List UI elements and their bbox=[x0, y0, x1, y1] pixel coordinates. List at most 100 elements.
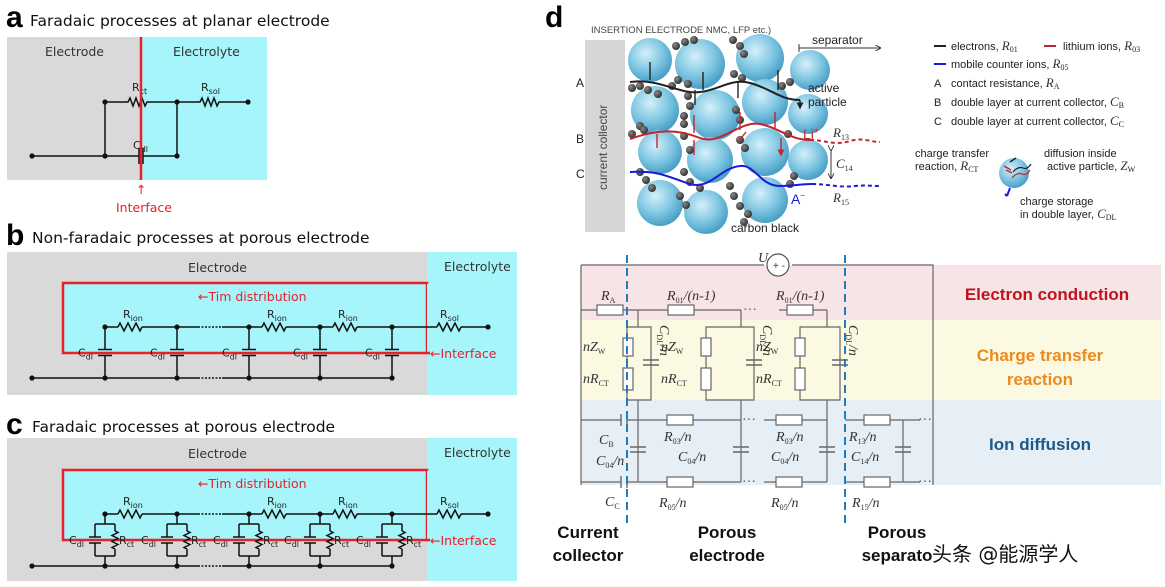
panel-b: b Non-faradaic processes at porous elect… bbox=[6, 219, 517, 395]
panel-a: a Faradaic processes at planar electrode… bbox=[6, 1, 330, 215]
r13-circuit-label: R13/n bbox=[848, 430, 876, 446]
nrct-label: nRCT bbox=[756, 372, 782, 388]
cc-label: CC bbox=[605, 495, 620, 511]
carbon-black-particle bbox=[686, 146, 694, 154]
pore-region bbox=[61, 281, 429, 355]
svg-text:A: A bbox=[934, 78, 942, 90]
carbon-black-particle bbox=[642, 176, 650, 184]
carbon-black-particle bbox=[628, 84, 636, 92]
svg-text:C: C bbox=[934, 116, 942, 128]
active-particle bbox=[631, 86, 679, 134]
branch: Cdl bbox=[365, 324, 399, 381]
rsol-label: Rsol bbox=[440, 495, 459, 510]
current-collector-label: current collector bbox=[596, 105, 610, 190]
carbon-black-particle bbox=[696, 184, 704, 192]
region-pe-1: Porous bbox=[698, 523, 757, 542]
carbon-black-particle bbox=[681, 38, 689, 46]
active-particle bbox=[790, 50, 830, 90]
svg-text:···: ··· bbox=[743, 303, 757, 318]
cdl-label: Cdl bbox=[222, 347, 237, 362]
legend-diff-line1: diffusion inside bbox=[1044, 148, 1117, 160]
electrolyte-region bbox=[427, 252, 517, 395]
carbon-black-particle bbox=[636, 82, 644, 90]
electrolyte-label: Electrolyte bbox=[444, 445, 511, 460]
svg-text:B: B bbox=[934, 97, 941, 109]
cdl-label: Cdl bbox=[213, 534, 228, 549]
active-particle bbox=[684, 190, 728, 234]
panel-c-title: Faradaic processes at porous electrode bbox=[32, 418, 335, 436]
rsol-label: Rsol bbox=[201, 81, 220, 96]
carbon-black-particle bbox=[684, 80, 692, 88]
illustration-header: INSERTION ELECTRODE NMC, LFP etc.) bbox=[591, 25, 771, 36]
r01-label-2: R01/(n-1) bbox=[775, 289, 825, 305]
carbon-black-particle bbox=[680, 120, 688, 128]
svg-text:···: ··· bbox=[742, 413, 756, 428]
c14-label: C14 bbox=[836, 156, 853, 173]
electrode-label: Electrode bbox=[188, 260, 247, 275]
mini-particle-icon bbox=[999, 158, 1029, 188]
charge-transfer-label-1: Charge transfer bbox=[977, 346, 1104, 365]
carbon-black-particle bbox=[778, 82, 786, 90]
electrolyte-region bbox=[427, 438, 517, 581]
region-ps-2: separato bbox=[862, 546, 933, 565]
rct-label: Rct bbox=[263, 534, 278, 549]
carbon-black-particle bbox=[790, 172, 798, 180]
carbon-black-particle bbox=[654, 90, 662, 98]
panel-b-letter: b bbox=[6, 219, 24, 252]
c04-label-2: C04/n bbox=[678, 450, 706, 466]
carbon-black-particle bbox=[648, 184, 656, 192]
electrolyte-label: Electrolyte bbox=[444, 259, 511, 274]
voltage-source-icon bbox=[766, 253, 790, 277]
carbon-black-particle bbox=[640, 126, 648, 134]
svg-text:separator: separator bbox=[812, 33, 863, 47]
branch: Cdl bbox=[150, 324, 184, 381]
cdl-label: Cdl bbox=[365, 347, 380, 362]
legend-storage-line1: charge storage bbox=[1020, 196, 1093, 208]
carbon-black-particle bbox=[726, 182, 734, 190]
svg-text:···: ··· bbox=[918, 413, 932, 428]
circuit-wires bbox=[580, 264, 934, 485]
ion-diffusion-label: Ion diffusion bbox=[989, 435, 1091, 454]
panel-d: d INSERTION ELECTRODE NMC, LFP etc.) sep… bbox=[545, 1, 880, 235]
region-cc-2: collector bbox=[553, 546, 624, 565]
circuit-resistors bbox=[596, 304, 891, 488]
cdl-n-label: CDL/n bbox=[758, 325, 774, 356]
svg-text:+ -: + - bbox=[773, 261, 785, 272]
r03-label-2: R03/n bbox=[775, 430, 803, 446]
interface-arrow: ↑ bbox=[136, 182, 146, 197]
nrct-label: nRCT bbox=[583, 372, 609, 388]
cdl-label: Cdl bbox=[133, 139, 148, 154]
rion-label: Rion bbox=[267, 495, 287, 510]
svg-text:double layer at current collec: double layer at current collector, CB bbox=[951, 94, 1124, 110]
carbon-black-particle bbox=[680, 168, 688, 176]
active-particle bbox=[690, 90, 740, 140]
legend-storage-line2: in double layer, CDL bbox=[1020, 206, 1117, 222]
cdl-label: Cdl bbox=[69, 534, 84, 549]
pore-region bbox=[61, 468, 429, 542]
svg-text:···: ··· bbox=[742, 475, 756, 490]
rion-label: Rion bbox=[267, 308, 287, 323]
cb-label: CB bbox=[599, 433, 614, 449]
cdl-n-label: CDL/n bbox=[655, 325, 671, 356]
cdl-label: Cdl bbox=[356, 534, 371, 549]
r03-label-1: R03/n bbox=[663, 430, 691, 446]
panel-a-title: Faradaic processes at planar electrode bbox=[30, 12, 330, 30]
interface-label: ←Interface bbox=[430, 346, 497, 361]
li-ion-label: Li+ bbox=[803, 126, 819, 142]
carbon-black-label: carbon black bbox=[731, 221, 800, 235]
carbon-black-particle bbox=[740, 218, 748, 226]
cdl-label: Cdl bbox=[284, 534, 299, 549]
branch: Cdl bbox=[293, 324, 327, 381]
electrolyte-label: Electrolyte bbox=[173, 44, 240, 59]
carbon-black-particle bbox=[680, 112, 688, 120]
cdl-label: Cdl bbox=[150, 347, 165, 362]
carbon-black-particle bbox=[730, 70, 738, 78]
nzw-label: nZW bbox=[756, 340, 779, 356]
r05-label-1: R05/n bbox=[658, 496, 686, 512]
svg-text:particle: particle bbox=[808, 95, 847, 109]
electrode-label: Electrode bbox=[45, 44, 104, 59]
